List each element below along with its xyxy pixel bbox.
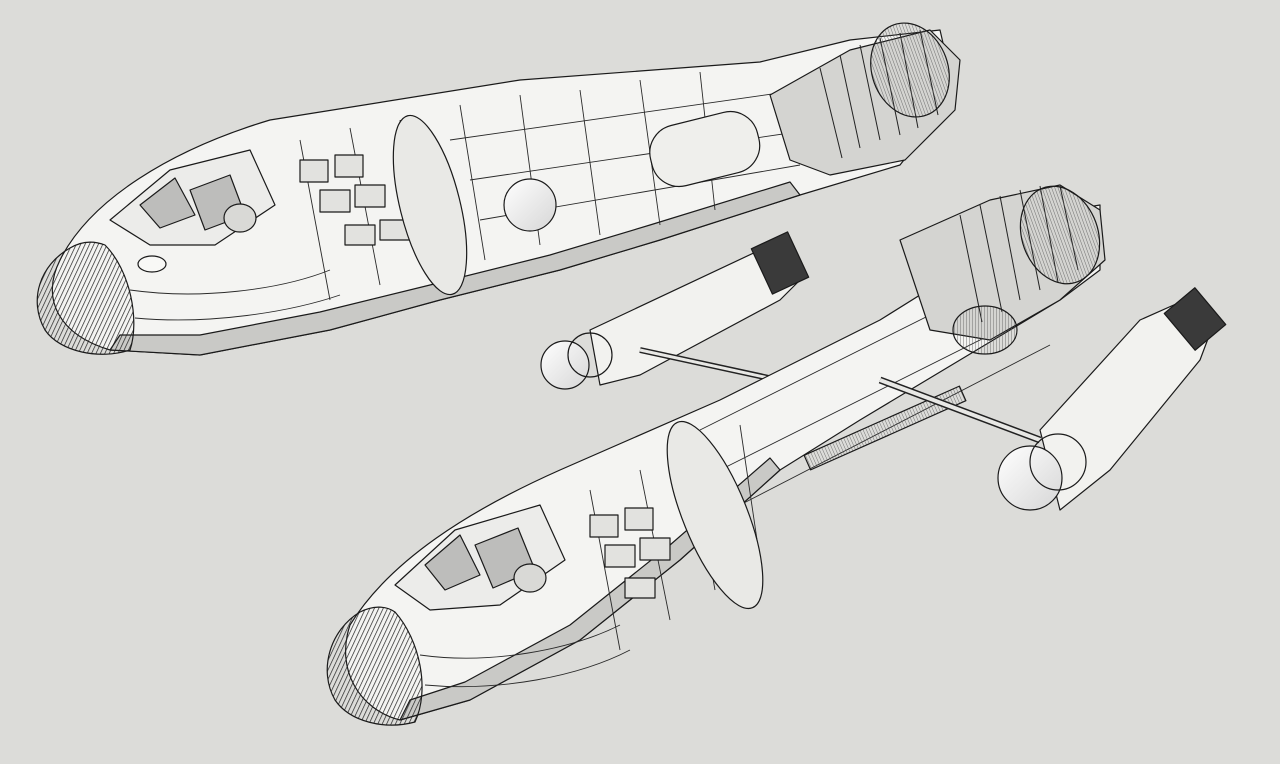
upper-greebles [299, 154, 411, 246]
ship-lower [326, 184, 1227, 726]
upper-engine-bell [870, 22, 950, 118]
right-nacelle-glow [997, 445, 1063, 511]
lower-hull-underside [399, 457, 781, 721]
lower-engine-bell [1019, 185, 1101, 285]
right-warp-nacelle [997, 287, 1227, 511]
lower-cockpit-window [424, 534, 481, 591]
upper-hull-underside [109, 181, 801, 356]
left-nacelle-glow [540, 340, 590, 390]
lower-collar-ring [666, 420, 764, 610]
upper-nose-cone [36, 241, 135, 355]
lower-intake [952, 305, 1018, 355]
lower-nose-cone [326, 606, 423, 726]
upper-collar-ring [392, 114, 468, 296]
upper-porthole [223, 203, 257, 233]
lower-porthole [513, 563, 547, 593]
upper-tank [649, 110, 761, 188]
lower-greebles [589, 507, 671, 599]
upper-cockpit-window [139, 177, 196, 229]
upper-porthole [137, 255, 167, 273]
upper-sphere [503, 178, 557, 232]
ship-upper [36, 22, 961, 356]
lower-vent-strip [803, 385, 967, 471]
